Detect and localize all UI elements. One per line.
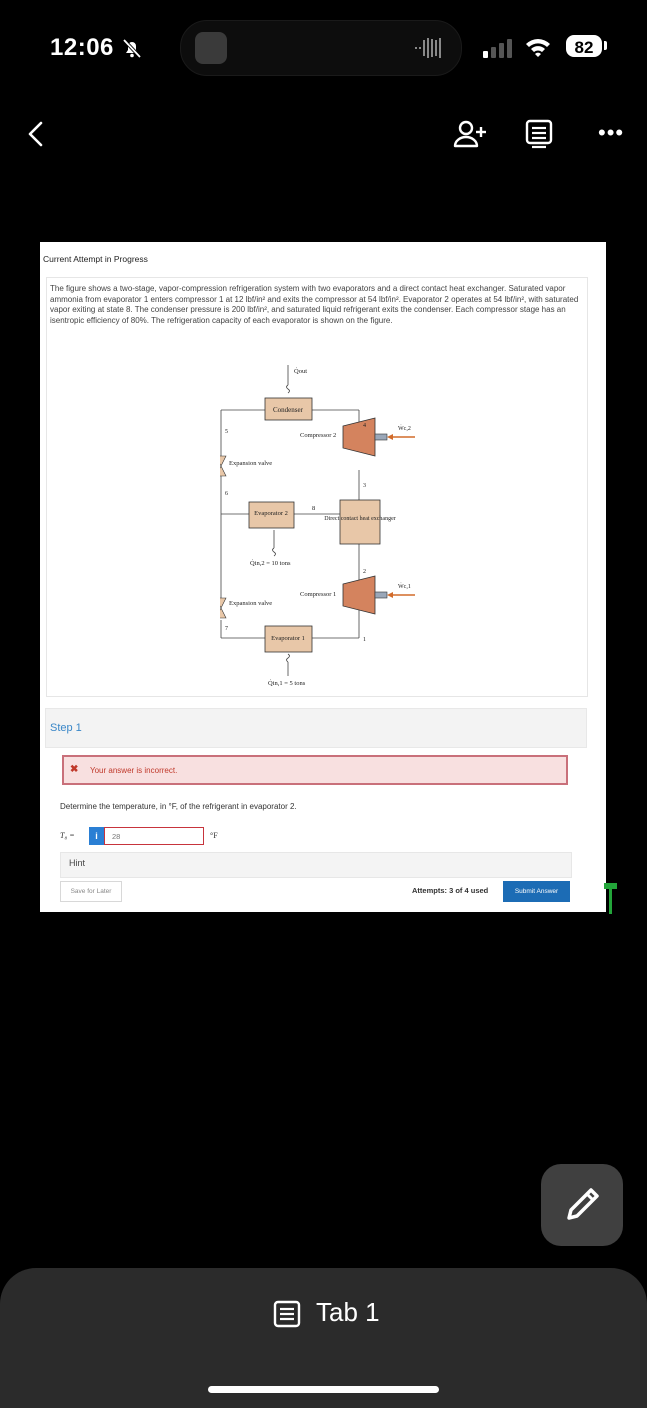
unit-label: °F <box>210 831 218 840</box>
state3-label: 3 <box>363 483 366 489</box>
battery-indicator: 82 <box>566 35 602 57</box>
content-card: Current Attempt in Progress The figure s… <box>40 242 606 912</box>
q-out-label: Q̇out <box>294 368 307 375</box>
q-in1-label: Q̇in,1 = 5 tons <box>268 680 306 687</box>
state1-label: 1 <box>363 637 366 643</box>
compressor2-label: Compressor 2 <box>300 432 336 439</box>
hint-label: Hint <box>69 858 86 868</box>
home-indicator[interactable] <box>208 1386 439 1393</box>
attempts-text: Attempts: 3 of 4 used <box>412 886 489 895</box>
w-c2-label: Ẇc,2 <box>398 424 411 432</box>
condenser-label: Condenser <box>273 406 304 414</box>
state7-label: 7 <box>225 626 228 632</box>
step-label: Step 1 <box>50 722 82 734</box>
state8-label: 8 <box>312 505 315 512</box>
battery-tip <box>604 41 607 50</box>
info-button[interactable]: i <box>89 827 104 845</box>
wifi-icon <box>524 36 552 63</box>
bottom-tab-bar[interactable] <box>0 1268 647 1408</box>
audio-wave-icon <box>415 36 445 65</box>
app-thumbnail-icon <box>195 32 227 64</box>
hint-bar[interactable] <box>60 852 572 878</box>
notes-icon[interactable] <box>524 118 554 155</box>
more-options-icon[interactable]: ••• <box>598 120 625 145</box>
evaporator1-label: Evaporator 1 <box>271 635 305 642</box>
cellular-signal-icon <box>483 38 513 63</box>
pencil-icon <box>567 1188 599 1220</box>
step-header[interactable] <box>45 708 587 748</box>
silent-bell-icon <box>120 36 144 65</box>
error-banner <box>62 755 568 785</box>
tab-notes-icon <box>273 1300 301 1333</box>
submit-answer-button[interactable]: Submit Answer <box>503 881 570 902</box>
evaporator2-label: Evaporator 2 <box>254 510 288 517</box>
state5-label: 5 <box>225 429 228 435</box>
expansion-valve-top-label: Expansion valve <box>229 460 272 467</box>
compressor1-label: Compressor 1 <box>300 591 336 598</box>
q-in2-label: Q̇in,2 = 10 tons <box>250 560 291 567</box>
state4-label: 4 <box>363 423 366 429</box>
instruction-text: Determine the temperature, in °F, of the… <box>60 802 297 811</box>
state2-label: 2 <box>363 569 366 575</box>
tab-label[interactable]: Tab 1 <box>316 1297 380 1327</box>
w-c1-label: Ẇc,1 <box>398 582 411 590</box>
status-time: 12:06 <box>50 34 114 61</box>
question-box <box>46 277 588 697</box>
expansion-valve-bottom-label: Expansion valve <box>229 600 272 607</box>
refrigeration-diagram: Condenser Q̇out Compressor 2 Ẇc,2 Expans… <box>215 360 440 690</box>
save-for-later-button[interactable]: Save for Later <box>60 881 122 902</box>
question-text: The figure shows a two-stage, vapor-comp… <box>50 284 579 325</box>
answer-input[interactable]: 28 <box>104 827 204 845</box>
state6-label: 6 <box>225 491 228 497</box>
scroll-indicator[interactable] <box>609 884 612 914</box>
dche-label: Direct contact heat exchanger <box>324 516 395 522</box>
variable-label: T₈ = <box>60 831 75 840</box>
edit-button[interactable] <box>541 1164 623 1246</box>
add-user-icon[interactable] <box>452 118 488 155</box>
error-message: Your answer is incorrect. <box>90 766 178 775</box>
back-arrow-icon[interactable] <box>26 120 46 153</box>
error-x-icon: ✖ <box>70 764 79 775</box>
attempt-caption: Current Attempt in Progress <box>43 254 148 264</box>
